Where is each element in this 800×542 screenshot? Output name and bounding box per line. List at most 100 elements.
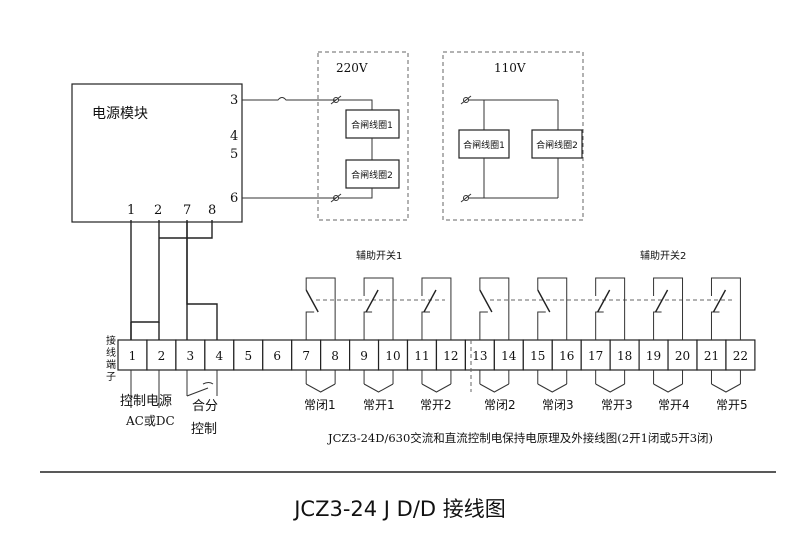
terminal-number: 18 [617,349,632,363]
terminal-number: 2 [158,349,166,363]
power-module-pin-8: 8 [208,203,216,218]
contact-lead [537,383,567,393]
contact-lead [595,383,625,393]
terminal-number: 10 [385,349,400,363]
terminal-number: 8 [331,349,339,363]
terminal-number: 7 [302,349,310,363]
contact-label-7: 常开4 [658,398,690,412]
supply-110-coil-2 [531,129,583,159]
contact-wire [537,277,568,340]
supply-110-coil-1-label: 合闸线圈1 [463,139,505,151]
diagram-caption: JCZ3-24D/630交流和直流控制电保持电原理及外接线图(2开1闭或5开3闭… [327,431,713,445]
terminal-number: 21 [704,349,719,363]
contact-label-2: 常开1 [363,398,395,412]
supply-220-coil-1-label: 合闸线圈1 [351,119,393,131]
no-contact-blade [597,289,611,313]
terminal-number: 15 [530,349,545,363]
nc-contact-blade [537,289,551,313]
terminal-cell [435,339,467,371]
terminal-cell [233,339,264,371]
terminal-number: 14 [501,349,517,363]
supply-220-coil-1 [345,109,400,139]
no-contact-blade [712,289,727,313]
no-contact-blade [365,289,379,313]
terminal-number: 20 [675,349,690,363]
aux-switch-2-label: 辅助开关2 [640,249,686,262]
control-power-type: AC或DC [125,414,175,428]
contact-wire [537,311,546,340]
terminal-number: 17 [588,349,603,363]
contact-wire [595,311,604,340]
contact-wire [363,311,373,340]
contact-label-4: 常闭2 [484,398,516,412]
terminal-block-label-1: 接 [106,334,116,347]
control-switch-label: 合分 [192,399,218,414]
contact-wire [595,277,626,340]
power-module-pin-7: 7 [183,203,191,218]
terminal-number: 1 [129,349,137,363]
power-module-pin-6: 6 [230,191,238,206]
power-module-pin-5: 5 [230,147,238,162]
supply-220-box [317,51,409,221]
supply-220-label: 220V [336,61,368,75]
terminal-number: 3 [187,349,195,363]
control-power-label: 控制电源 [120,394,172,409]
contact-label-5: 常闭3 [542,398,574,412]
supply-110-coil-2-label: 合闸线圈2 [536,139,578,151]
power-module-title: 电源模块 [92,106,148,122]
terminal-number: 6 [273,349,281,363]
power-module-pin-4: 4 [230,129,238,144]
terminal-number: 11 [414,349,429,363]
contact-wire [363,277,394,340]
supply-220-coil-2 [345,159,400,189]
control-switch-label-2: 控制 [191,422,217,437]
contact-wire [653,277,684,340]
contact-lead [421,383,452,393]
power-module-pin-1: 1 [127,203,135,218]
contact-wire [421,311,430,340]
terminal-cell [262,339,293,371]
contact-lead [479,383,510,393]
contact-wire [653,311,662,340]
terminal-number: 22 [733,349,748,363]
contact-lead [711,383,741,393]
terminal-number: 13 [472,349,487,363]
terminal-block-label-3: 端 [106,358,116,371]
no-contact-blade [654,289,669,313]
terminal-number: 16 [559,349,574,363]
contact-label-6: 常开3 [601,398,633,412]
power-module-pin-3: 3 [230,93,238,108]
contact-wire [710,277,741,340]
contact-wire [479,277,510,340]
contact-wire [710,311,720,340]
terminal-number: 5 [244,349,252,363]
aux-switch-1-label: 辅助开关1 [356,249,402,262]
terminal-cell [696,339,727,371]
terminal-block-label-2: 线 [106,346,116,359]
aux-contacts [305,277,741,393]
supply-110-box [442,51,584,221]
contact-label-1: 常闭1 [304,398,336,412]
nc-contact-blade [479,289,493,313]
terminal-block-label-4: 子 [106,371,116,383]
supply-110-coil-1 [458,129,510,159]
supply-110-label: 110V [494,61,526,75]
supply-220-coil-2-label: 合闸线圈2 [351,169,393,181]
terminal-number: 9 [360,349,368,363]
power-module-box [71,83,243,223]
terminal-cell [117,339,148,371]
terminal-number: 19 [646,349,661,363]
terminal-number: 12 [443,349,458,363]
contact-wire [479,311,488,340]
terminal-cell [204,339,235,371]
contact-lead [305,383,336,393]
contact-lead [653,383,683,393]
nc-contact-blade [305,289,319,313]
contact-label-8: 常开5 [716,398,748,412]
terminal-cell [146,339,177,371]
contact-wire [421,277,452,340]
contact-wire [305,277,336,340]
terminal-number: 4 [216,349,224,363]
